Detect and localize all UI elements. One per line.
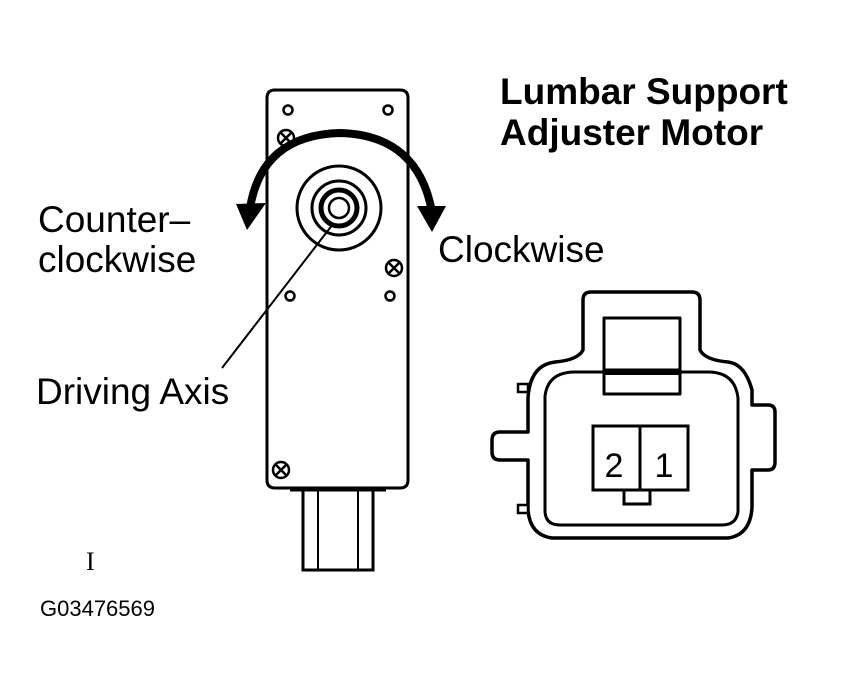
counterclockwise-label-line-2: clockwise bbox=[38, 238, 197, 280]
motor-plug bbox=[290, 486, 386, 572]
motor-housing bbox=[265, 88, 410, 490]
screw-icon bbox=[384, 258, 404, 278]
screw-icon bbox=[271, 460, 291, 480]
terminal-cavities bbox=[591, 424, 690, 506]
counterclockwise-label: Counter– clockwise bbox=[38, 200, 196, 280]
terminal-2-label: 2 bbox=[605, 447, 624, 485]
rotation-arrow bbox=[246, 128, 436, 216]
title-line-1: Lumbar Support bbox=[500, 71, 788, 112]
mounting-holes bbox=[282, 104, 396, 302]
figure-id: G03476569 bbox=[40, 596, 155, 621]
driving-axis-label: Driving Axis bbox=[36, 371, 230, 412]
driving-axis-shaft bbox=[295, 164, 383, 252]
counterclockwise-label-line-1: Counter– bbox=[38, 199, 191, 240]
diagram-title: Lumbar Support Adjuster Motor bbox=[500, 71, 788, 153]
connector-housing bbox=[490, 290, 777, 540]
clockwise-arrowhead-icon bbox=[417, 206, 446, 232]
counterclockwise-arrowhead-icon bbox=[236, 203, 266, 230]
terminal-1-label: 1 bbox=[655, 447, 674, 485]
clockwise-label: Clockwise bbox=[438, 229, 605, 270]
margin-mark: I bbox=[86, 547, 95, 576]
driving-axis-leader-line bbox=[221, 223, 334, 369]
title-line-2: Adjuster Motor bbox=[500, 111, 764, 153]
connector-notches bbox=[516, 382, 530, 515]
